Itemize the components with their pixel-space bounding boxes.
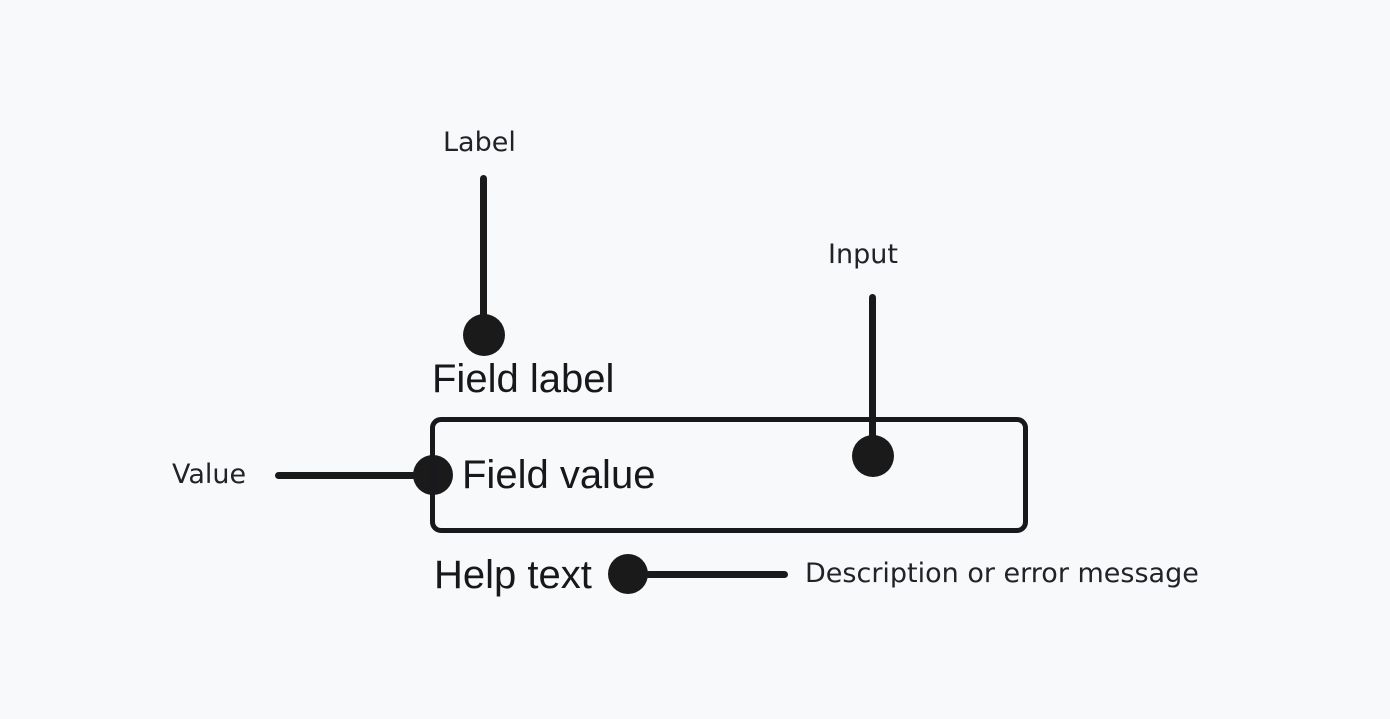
input-field-box: Field value: [430, 417, 1028, 533]
field-value-text: Field value: [462, 453, 656, 497]
field-label-text: Field label: [432, 357, 615, 401]
annotation-label: Label: [443, 127, 516, 158]
callout-line-value: [275, 472, 435, 479]
callout-line-label: [480, 175, 487, 335]
annotation-input: Input: [828, 239, 898, 270]
callout-line-input: [869, 294, 876, 456]
annotation-help-description: Description or error message: [805, 558, 1199, 589]
help-text-label: Help text: [434, 553, 592, 597]
callout-dot-label: [463, 314, 505, 356]
annotation-value: Value: [172, 459, 247, 490]
callout-line-help: [645, 571, 788, 578]
callout-dot-input: [852, 435, 894, 477]
callout-dot-help: [608, 554, 648, 594]
